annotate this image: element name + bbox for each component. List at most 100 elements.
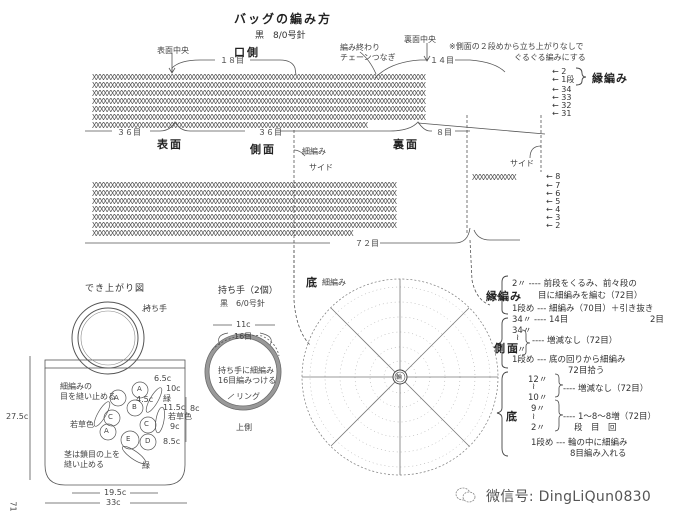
height-dim: 27.5c bbox=[6, 412, 29, 421]
legend-edge-line-2: 目に細編みを編む（72目） bbox=[538, 291, 643, 301]
legend-base-line-11: 8目編み入れる bbox=[570, 449, 627, 459]
row-label-31: ← 31 bbox=[552, 109, 572, 118]
row-label-34: ← 34 bbox=[552, 85, 572, 94]
row-label-6: ← 6 bbox=[546, 189, 561, 198]
count-36-a: ３６目 bbox=[117, 128, 141, 137]
back-center-label: 裏面中央 bbox=[404, 35, 436, 44]
stitch-row-4: XXXXXXXXXXXXXXXXXXXXXXXXXXXXXXXXXXXXXXXX… bbox=[92, 206, 397, 214]
stitch-row-6: XXXXXXXXXXXXXXXXXXXXXXXXXXXXXXXXXXXXXXXX… bbox=[92, 190, 397, 198]
green-label-2: 緑 bbox=[142, 461, 150, 470]
end-label-1: 編み終わり bbox=[340, 43, 380, 52]
count-14: １４目 bbox=[430, 56, 454, 65]
stitch-row-edge-1: XXXXXXXXXXXXXXXXXXXXXXXXXXXXXXXXXXXXXXXX… bbox=[92, 82, 426, 90]
dim-8-5c: 8.5c bbox=[163, 437, 181, 446]
row-label-33: ← 33 bbox=[552, 93, 572, 102]
leaf-color-2: 若草色 bbox=[168, 412, 192, 421]
back-label: 裏面 bbox=[393, 138, 419, 151]
legend-edge-line-3: 1段め --- 細編み（70目）＋引き抜き bbox=[512, 304, 654, 314]
finished-title: でき上がり図 bbox=[85, 284, 146, 294]
stitch-row-2: XXXXXXXXXXXXXXXXXXXXXXXXXXXXXXXXXXXXXXXX… bbox=[92, 222, 397, 230]
pattern-title: バッグの編み方 bbox=[234, 12, 333, 26]
front-label: 表面 bbox=[157, 138, 183, 151]
note-line-2: ぐるぐる編みにする bbox=[514, 53, 586, 62]
row-label-edge-1: ← 1段 bbox=[552, 75, 575, 84]
row-label-5: ← 5 bbox=[546, 197, 561, 206]
stitch-row-33: XXXXXXXXXXXXXXXXXXXXXXXXXXXXXXXXXXXXXXXX… bbox=[92, 98, 426, 106]
handle-note-1: 持ち手に細編み bbox=[218, 366, 274, 375]
stitch-row-31: XXXXXXXXXXXXXXXXXXXXXXXXXXXXXXXXXXXXXXXX… bbox=[92, 114, 426, 122]
dim-4-5c: 4.5c bbox=[136, 395, 154, 404]
wechat-icon bbox=[455, 486, 477, 504]
center-ring-label: 輪 bbox=[396, 374, 403, 381]
yarn-hook-label: 黒 8/0号針 bbox=[255, 31, 306, 41]
legend-base-line-6: ≀ bbox=[532, 412, 536, 422]
legend-base-line-5: 9〃 bbox=[531, 404, 545, 414]
stem-note-1: 茎は鎖目の上を bbox=[64, 450, 120, 459]
stitch-row-34: XXXXXXXXXXXXXXXXXXXXXXXXXXXXXXXXXXXXXXXX… bbox=[92, 90, 426, 98]
edge-stitch-label: 縁編み bbox=[592, 72, 628, 85]
legend-side-line-7: 1段め --- 底の回りから細編み bbox=[512, 355, 626, 365]
side-a-label: サイド bbox=[309, 163, 333, 172]
row-label-edge-2: ← 2 bbox=[552, 67, 567, 76]
stitch-row-8: XXXXXXXXXXXX bbox=[472, 174, 517, 182]
legend-side-line-1: 34〃 ---- 14目 bbox=[512, 315, 569, 325]
stitch-row-7: XXXXXXXXXXXXXXXXXXXXXXXXXXXXXXXXXXXXXXXX… bbox=[92, 182, 397, 190]
flower-a-2: A bbox=[114, 394, 119, 402]
count-18: １８目 bbox=[220, 56, 244, 65]
end-label-2: チェーンつなぎ bbox=[340, 53, 396, 62]
flower-c-1: C bbox=[108, 413, 113, 421]
legend-side-line-4: ≀ bbox=[516, 333, 520, 343]
count-36-b: ３６目 bbox=[258, 128, 282, 137]
legend-edge-label: 縁編み bbox=[486, 290, 522, 303]
bottom-title: 底 bbox=[306, 276, 319, 289]
sc-label: 細編み bbox=[302, 147, 326, 156]
stitch-row-32: XXXXXXXXXXXXXXXXXXXXXXXXXXXXXXXXXXXXXXXX… bbox=[92, 106, 426, 114]
row-label-4: ← 4 bbox=[546, 205, 561, 214]
row-label-2: ← 2 bbox=[546, 221, 561, 230]
legend-base-line-4: ---- 増減なし（72目） bbox=[563, 384, 649, 394]
stem-note-2: 縫い止める bbox=[64, 460, 104, 469]
dim-6-5c: 6.5c bbox=[154, 374, 172, 383]
stitch-row-5: XXXXXXXXXXXXXXXXXXXXXXXXXXXXXXXXXXXXXXXX… bbox=[92, 198, 397, 206]
handle-title: 持ち手（2個） bbox=[218, 286, 278, 296]
legend-base-line-8: ---- 1〜8〜8増（72目） bbox=[563, 412, 657, 422]
stitch-note-1: 細編みの bbox=[60, 382, 92, 391]
legend-side-line-2: 2目 bbox=[650, 315, 664, 325]
dim-9c: 9c bbox=[170, 422, 180, 431]
legend-base-line-2: ≀ bbox=[532, 382, 536, 392]
legend-side-line-5: 2〃 bbox=[512, 345, 526, 355]
bottom-sc-label: 細編み bbox=[322, 278, 346, 287]
legend-edge-line-1: 2〃 ---- 前段をくるみ、前々段の bbox=[512, 279, 637, 289]
mouth-side-label: 口側 bbox=[234, 46, 260, 59]
ring-label: リング bbox=[236, 392, 260, 401]
legend-base-line-1: 12〃 bbox=[528, 375, 548, 385]
flower-b: B bbox=[132, 403, 137, 411]
row-label-32: ← 32 bbox=[552, 101, 572, 110]
flower-e: E bbox=[126, 435, 131, 443]
legend-side-line-6: ---- 増減なし（72目） bbox=[532, 336, 618, 346]
row-label-7: ← 7 bbox=[546, 181, 561, 190]
flower-a-1: A bbox=[137, 385, 142, 393]
legend-base-line-9: 段 目 回 bbox=[574, 423, 617, 433]
flower-a-3: A bbox=[104, 427, 109, 435]
legend-side-label: 側面 bbox=[494, 342, 520, 355]
width-inner-dim: 19.5c bbox=[104, 488, 127, 497]
legend-side-line-3: 34〃 bbox=[512, 326, 532, 336]
stitch-row-30: XXXXXXXXXXXXXXXXXXXXXXXXXXXXXXXXXXXXXXXX… bbox=[92, 122, 368, 130]
row-label-8: ← 8 bbox=[546, 172, 561, 181]
dim-11-5c: 11.5c bbox=[163, 403, 186, 412]
side-b-label: サイド bbox=[510, 159, 534, 168]
handle-label: 持ち手 bbox=[143, 304, 167, 313]
dim-8c: 8c bbox=[190, 404, 200, 413]
note-line-1: ※側面の２段めから立ち上がりなしで bbox=[449, 42, 584, 51]
legend-side-line-8: 72目拾う bbox=[568, 366, 605, 376]
green-label-1: 緑 bbox=[163, 394, 171, 403]
count-8: ８目 bbox=[436, 128, 452, 137]
row-label-3: ← 3 bbox=[546, 213, 561, 222]
handle-width: 11c bbox=[236, 320, 251, 329]
side-label: 側面 bbox=[250, 143, 276, 156]
watermark-text: 微信号: DingLiQun0830 bbox=[486, 489, 652, 505]
legend-base-line-10: 1段め --- 輪の中に細編み bbox=[531, 438, 628, 448]
stitch-row-edge-2: XXXXXXXXXXXXXXXXXXXXXXXXXXXXXXXXXXXXXXXX… bbox=[92, 74, 426, 82]
